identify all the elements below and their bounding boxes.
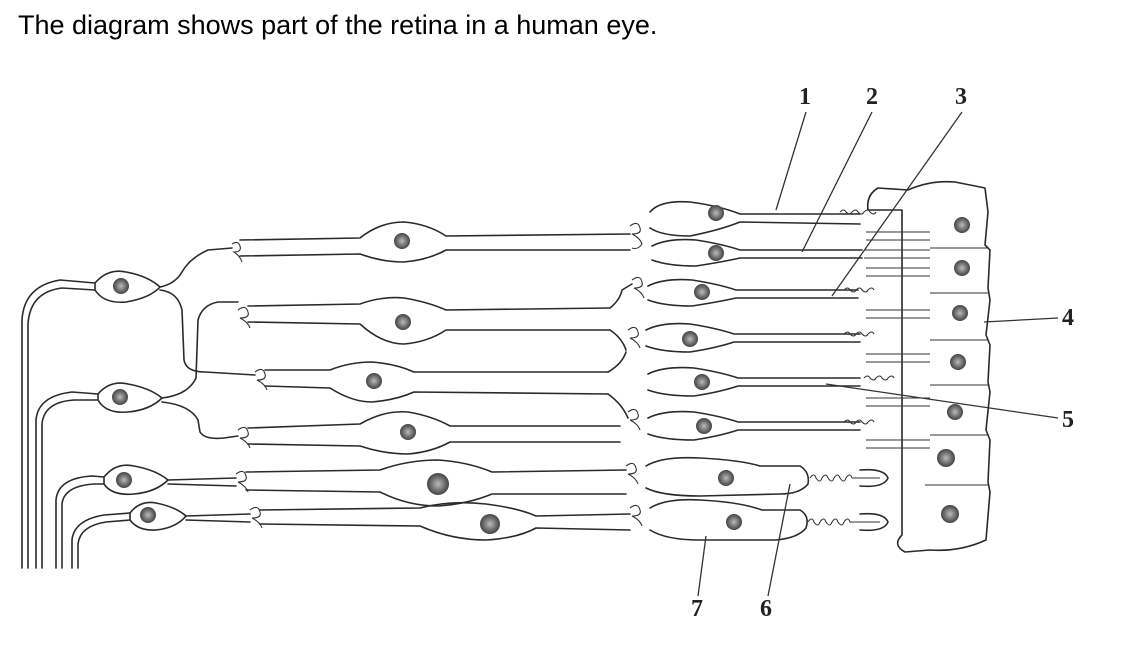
- epithelial-nucleus: [954, 260, 970, 276]
- ganglion-cells: [94, 247, 256, 531]
- question-text: The diagram shows part of the retina in …: [18, 10, 658, 40]
- synapses-inner: [231, 241, 268, 529]
- epithelial-nucleus: [950, 354, 966, 370]
- label-2: 2: [866, 84, 878, 110]
- rod-cells: [645, 200, 930, 449]
- synapses-outer: [625, 222, 645, 527]
- epithelial-nucleus: [954, 217, 970, 233]
- label-leaders: [697, 111, 1059, 597]
- label-3: 3: [955, 84, 967, 110]
- label-5: 5: [1062, 407, 1074, 433]
- label-6: 6: [760, 596, 772, 622]
- epithelial-nucleus: [941, 505, 959, 523]
- bipolar-cells: [239, 221, 633, 541]
- epithelial-nucleus: [947, 404, 963, 420]
- epithelial-nucleus: [937, 449, 955, 467]
- epithelial-nucleus: [952, 305, 968, 321]
- label-1: 1: [799, 84, 811, 110]
- optic-nerve-fibres: [21, 279, 131, 569]
- pigment-epithelium: [866, 180, 991, 553]
- label-7: 7: [691, 596, 703, 622]
- cone-cells: [645, 456, 889, 541]
- label-4: 4: [1062, 305, 1074, 331]
